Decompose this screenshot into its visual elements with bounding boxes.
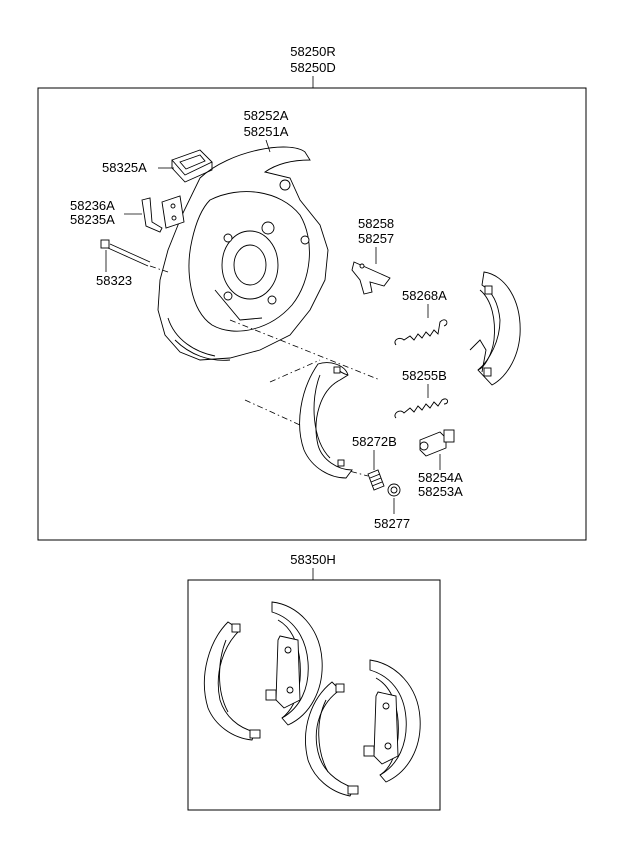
bolt-part [100, 239, 151, 267]
grommet-part [171, 149, 213, 183]
label-backing-plate-a: 58252A [244, 108, 289, 123]
assembly-label-r: 58250R [290, 44, 336, 59]
leader-backing-plate [265, 139, 271, 153]
label-bolt: 58323 [96, 273, 132, 288]
label-backing-plate-b: 58251A [244, 124, 289, 139]
spring-upper-part [394, 319, 448, 346]
dash-bolt [149, 265, 169, 273]
backing-plate [157, 146, 329, 361]
label-spring-upper: 58268A [402, 288, 447, 303]
kit-shoe-set-2 [305, 659, 421, 797]
label-nut: 58277 [374, 516, 410, 531]
dash-line-c [244, 399, 301, 426]
label-adjuster-b: 58253A [418, 484, 463, 499]
adjuster-part [419, 429, 455, 457]
label-adjuster-spring: 58272B [352, 434, 397, 449]
lever-part [351, 261, 391, 295]
assembly-label-d: 58250D [290, 60, 336, 75]
label-spring-lower: 58255B [402, 368, 447, 383]
nut-part [387, 483, 401, 497]
kit-label: 58350H [290, 552, 336, 567]
label-grommet: 58325A [102, 160, 147, 175]
kit-shoe-set-1 [204, 601, 323, 741]
shoe-left-part [299, 362, 353, 479]
label-adjuster-a: 58254A [418, 470, 463, 485]
kit-box [187, 579, 441, 811]
spring-lower-part [394, 398, 449, 419]
assembly-box [37, 87, 587, 541]
shoe-right-part [469, 271, 521, 386]
label-lever-b: 58257 [358, 231, 394, 246]
bracket-part [141, 195, 185, 233]
label-lever-a: 58258 [358, 216, 394, 231]
label-bracket-b: 58235A [70, 212, 115, 227]
adjuster-spring-part [367, 469, 385, 491]
label-bracket-a: 58236A [70, 198, 115, 213]
dash-line-b [269, 359, 321, 383]
